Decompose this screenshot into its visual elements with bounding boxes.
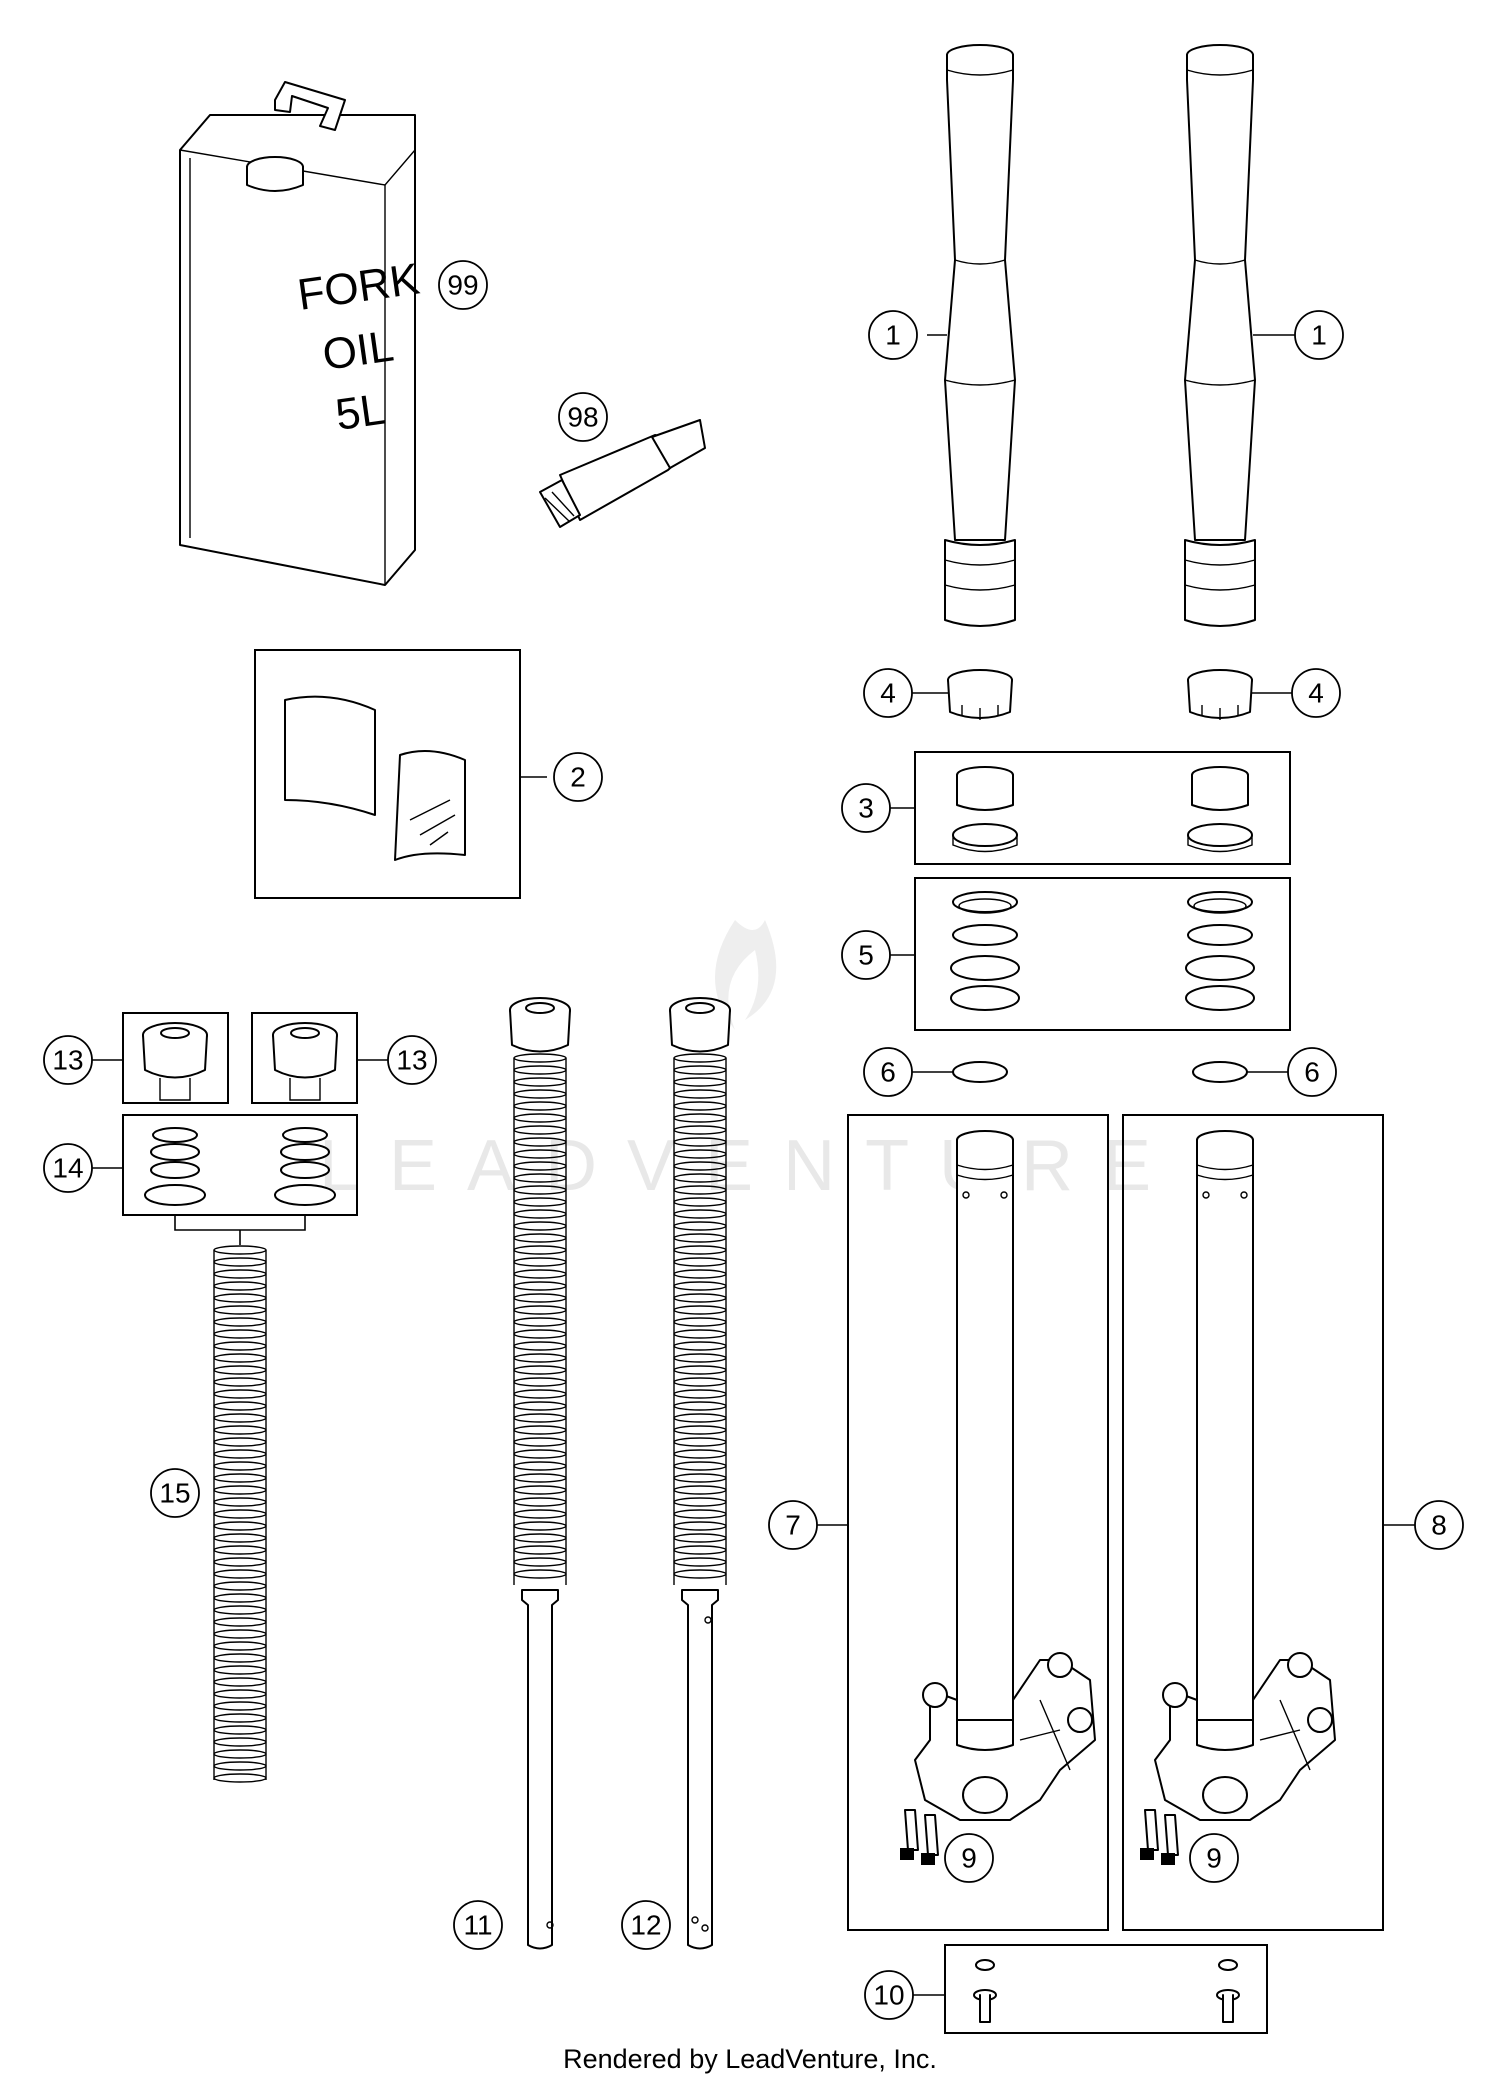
box-lower-leg-right [1122,1114,1384,1931]
part-fork-cap-right [272,1022,338,1101]
part-screws [973,1959,1240,2023]
callout-12: 12 [621,1900,671,1950]
oil-can-label-line2: OIL [320,322,397,380]
svg-text:13: 13 [52,1045,83,1076]
svg-text:2: 2 [570,762,586,793]
box-decal-set [254,649,521,899]
svg-text:99: 99 [447,270,478,301]
callout-3: 3 [841,783,891,833]
part-fork-spring [213,1245,267,1783]
part-outer-tube-left [944,44,1016,627]
svg-text:1: 1 [885,320,901,351]
svg-text:14: 14 [52,1153,83,1184]
box-lower-leg-left [847,1114,1109,1931]
svg-text:5: 5 [858,940,874,971]
svg-text:4: 4 [1308,678,1324,709]
part-lower-leg-left [900,1130,1096,1865]
box-cap-right [251,1012,358,1104]
callout-15: 15 [150,1468,200,1518]
svg-text:8: 8 [1431,1510,1447,1541]
callout-13-right: 13 [387,1035,437,1085]
part-bushings-right [1187,766,1253,853]
callout-leader-lines [92,334,1415,1996]
svg-text:6: 6 [880,1057,896,1088]
svg-text:4: 4 [880,678,896,709]
part-cartridge-right [669,997,731,1950]
callout-13-left: 13 [43,1035,93,1085]
callout-14: 14 [43,1143,93,1193]
render-credit: Rendered by LeadVenture, Inc. [563,2044,937,2074]
callout-10: 10 [864,1970,914,2020]
svg-text:9: 9 [1206,1843,1222,1874]
part-guide-ring-left [947,669,1013,720]
callout-9-left: 9 [944,1833,994,1883]
callout-98: 98 [558,392,608,442]
box-cap-left [122,1012,229,1104]
part-outer-tube-right [1184,44,1256,627]
bracket-washer-to-spring [174,1215,306,1245]
box-seal-set [914,877,1291,1031]
svg-text:11: 11 [463,1910,492,1941]
part-seals-right [1185,891,1255,1011]
svg-text:15: 15 [159,1478,190,1509]
callout-5: 5 [841,930,891,980]
part-decal-sheets [284,695,466,861]
part-seals-left [950,891,1020,1011]
svg-text:3: 3 [858,793,874,824]
svg-text:6: 6 [1304,1057,1320,1088]
box-screw-set [944,1944,1268,2034]
part-fork-cap-left [142,1022,208,1101]
watermark-text: LEADVENTURE [319,1126,1181,1206]
svg-text:10: 10 [873,1980,904,2011]
callout-99: 99 [438,260,488,310]
callout-2: 2 [553,752,603,802]
part-washers [144,1127,336,1206]
callout-7: 7 [768,1500,818,1550]
svg-text:1: 1 [1311,320,1327,351]
callout-8: 8 [1414,1500,1464,1550]
part-o-ring-left [952,1061,1008,1083]
part-fork-oil-can: FORK OIL 5L [179,81,422,586]
svg-text:12: 12 [630,1910,661,1941]
callout-4-right: 4 [1291,668,1341,718]
callout-11: 11 [453,1900,503,1950]
watermark-logo-icon [715,920,777,1030]
oil-can-label-line3: 5L [333,385,388,440]
part-guide-ring-right [1187,669,1253,720]
callout-9-right: 9 [1189,1833,1239,1883]
callout-4-left: 4 [863,668,913,718]
callout-6-right: 6 [1287,1047,1337,1097]
callout-1-left: 1 [868,310,918,360]
part-o-ring-right [1192,1061,1248,1083]
callout-1-right: 1 [1294,310,1344,360]
svg-text:9: 9 [961,1843,977,1874]
svg-text:7: 7 [785,1510,801,1541]
part-cartridge-left [509,997,571,1950]
part-lower-leg-right [1140,1130,1336,1865]
box-washer-set [122,1114,358,1216]
part-bushings-left [952,766,1018,853]
svg-text:13: 13 [396,1045,427,1076]
part-grease-tube [539,419,706,528]
callout-6-left: 6 [863,1047,913,1097]
svg-text:98: 98 [567,402,598,433]
